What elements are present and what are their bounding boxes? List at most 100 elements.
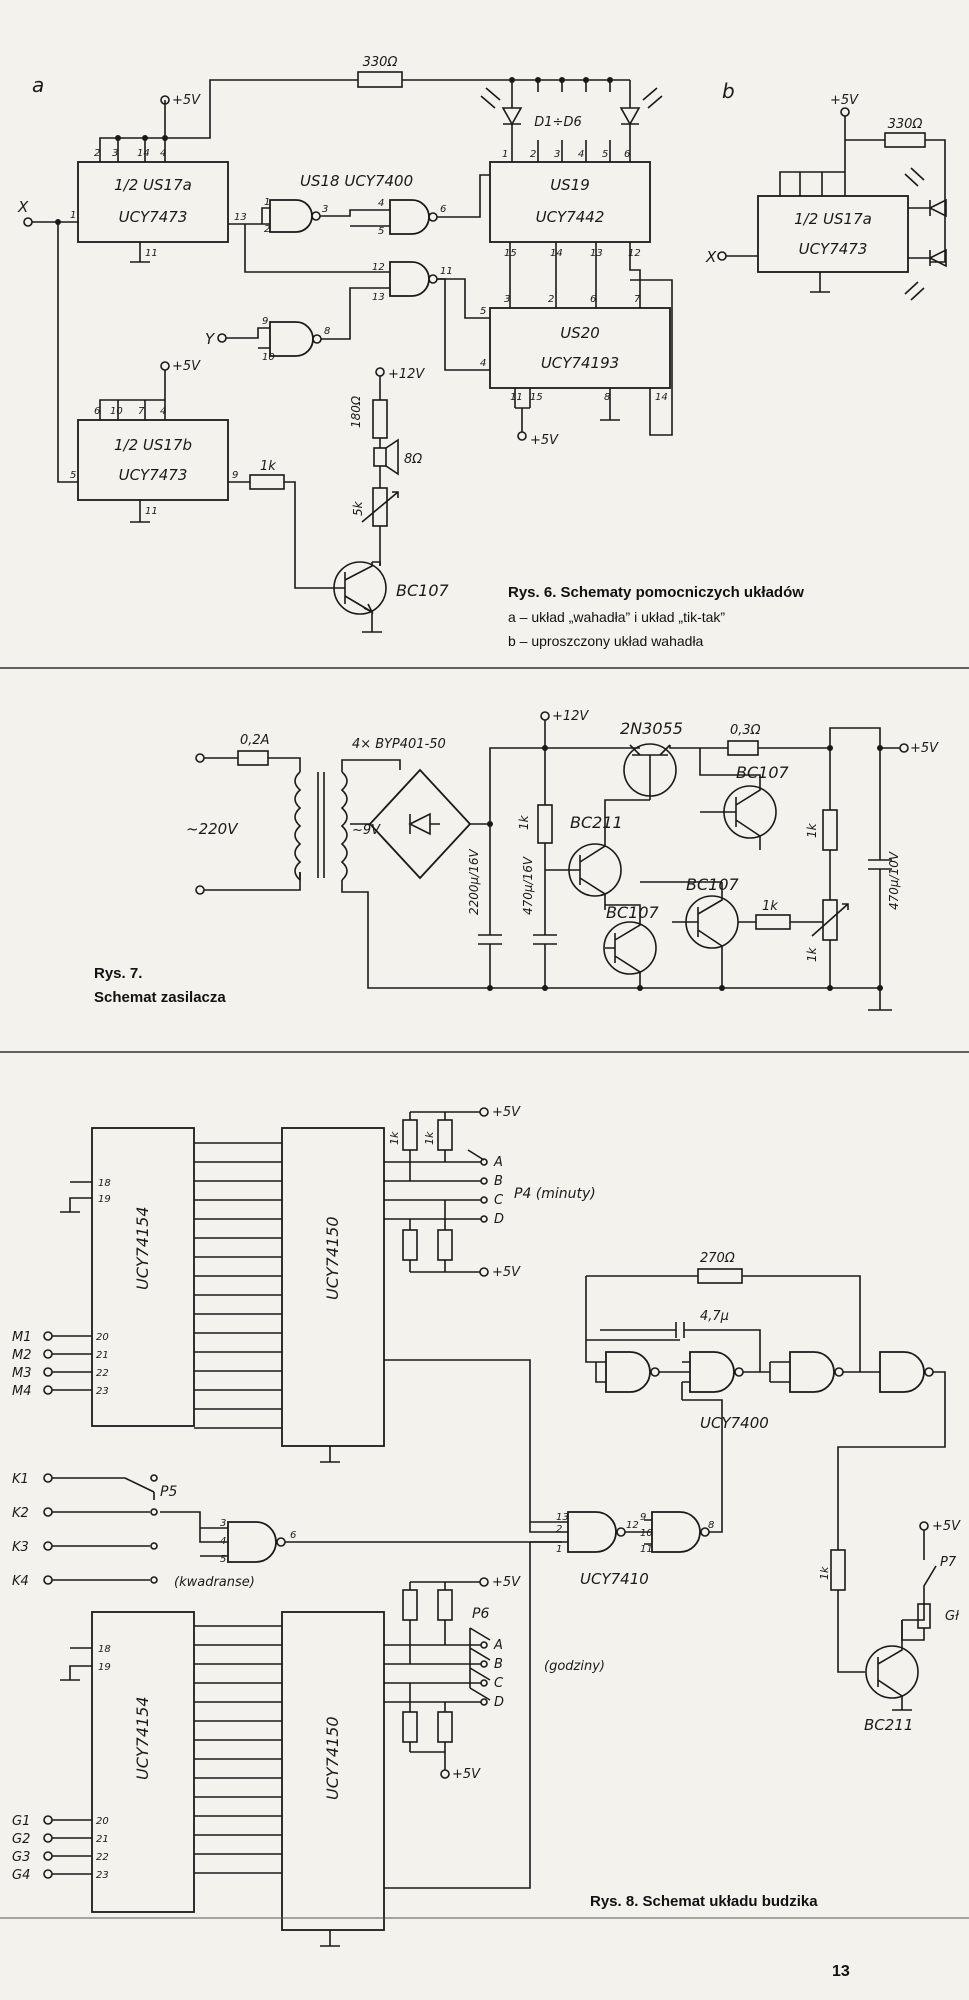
transistor-label: BC107 bbox=[396, 581, 450, 600]
b-x-input: X bbox=[705, 248, 717, 266]
fig6-caption-title: Rys. 6. Schematy pomocniczych układów bbox=[508, 584, 804, 601]
svg-text:4: 4 bbox=[160, 148, 166, 159]
resistor-180 bbox=[372, 399, 388, 439]
r1k-c-label: 1k bbox=[805, 822, 819, 838]
t2-label: BC211 bbox=[570, 813, 623, 832]
t1-label: 2N3055 bbox=[620, 719, 683, 738]
svg-text:19: 19 bbox=[98, 1662, 111, 1673]
ic-us19-name: US19 bbox=[550, 176, 590, 194]
t3-label: BC107 bbox=[736, 763, 790, 782]
transformer-secondary bbox=[340, 771, 348, 881]
ic-us17a bbox=[77, 161, 229, 243]
ic-us20 bbox=[489, 307, 671, 389]
p6-vcc: +5V bbox=[492, 1575, 521, 1590]
svg-text:10: 10 bbox=[262, 352, 275, 363]
us20-vcc-label: +5V bbox=[530, 433, 559, 448]
p7-label: P7 bbox=[940, 1555, 957, 1570]
ic-us17a-name: 1/2 US17a bbox=[114, 176, 192, 194]
fig6-x-input: X bbox=[17, 198, 29, 216]
decoder-top bbox=[91, 1127, 195, 1427]
input-m3: M3 bbox=[12, 1366, 32, 1381]
svg-text:3: 3 bbox=[220, 1518, 226, 1529]
resistor-1k bbox=[249, 474, 285, 490]
bridge-label: 4× BYP401-50 bbox=[352, 737, 446, 752]
svg-text:21: 21 bbox=[96, 1350, 109, 1361]
out-r-label: 1k bbox=[818, 1566, 831, 1580]
led-d6 bbox=[619, 107, 641, 126]
svg-text:12: 12 bbox=[628, 248, 641, 259]
svg-text:13: 13 bbox=[234, 212, 247, 223]
nand-gate-1 bbox=[269, 199, 313, 233]
p4-c: C bbox=[494, 1193, 504, 1208]
svg-text:21: 21 bbox=[96, 1834, 109, 1845]
svg-text:4: 4 bbox=[160, 406, 166, 417]
pot5k-label: 5k bbox=[351, 500, 365, 516]
input-g3: G3 bbox=[12, 1850, 30, 1865]
ucy7410-label: UCY7410 bbox=[580, 1570, 649, 1588]
fuse bbox=[237, 750, 269, 766]
svg-text:7: 7 bbox=[634, 294, 641, 305]
input-g1: G1 bbox=[12, 1814, 30, 1829]
mux-top-bus bbox=[194, 1142, 282, 1429]
transistor-bc211-out bbox=[865, 1645, 919, 1699]
mains-label: ~220V bbox=[186, 820, 239, 838]
svg-text:8: 8 bbox=[604, 392, 610, 403]
osc-r270 bbox=[697, 1268, 743, 1284]
svg-text:5: 5 bbox=[480, 306, 486, 317]
svg-text:15: 15 bbox=[530, 392, 543, 403]
mux-bottom bbox=[281, 1611, 385, 1931]
fig8-caption: Rys. 8. Schemat układu budzika bbox=[590, 1893, 818, 1910]
input-m2: M2 bbox=[12, 1348, 32, 1363]
capacitor-c1 bbox=[478, 934, 502, 945]
p6-r4 bbox=[437, 1711, 453, 1743]
svg-text:4: 4 bbox=[578, 149, 584, 160]
decoder-bottom bbox=[91, 1611, 195, 1913]
resistor-03 bbox=[727, 740, 759, 756]
svg-text:1: 1 bbox=[556, 1544, 562, 1555]
mux2-label: UCY74150 bbox=[323, 1716, 342, 1800]
input-k3: K3 bbox=[12, 1540, 29, 1555]
b-vcc-label: +5V bbox=[830, 93, 859, 108]
svg-text:6: 6 bbox=[94, 406, 100, 417]
r03-label: 0,3Ω bbox=[730, 723, 761, 738]
p4-d: D bbox=[494, 1212, 504, 1227]
ic-us20-type: UCY74193 bbox=[541, 354, 619, 372]
svg-text:2: 2 bbox=[548, 294, 554, 305]
ic-us17b bbox=[77, 419, 229, 501]
input-m1: M1 bbox=[12, 1330, 32, 1345]
p4-r2 bbox=[437, 1119, 453, 1151]
ic-us17b-name: 1/2 US17b bbox=[114, 436, 192, 454]
fig6-vcc-label: +5V bbox=[172, 93, 201, 108]
vcc-terminal bbox=[160, 95, 170, 105]
svg-text:8: 8 bbox=[324, 326, 330, 337]
r1k-label: 1k bbox=[260, 459, 276, 474]
r1k-b-label: 1k bbox=[762, 899, 778, 914]
transformer-primary bbox=[294, 771, 302, 881]
mux-bottom-bus bbox=[194, 1625, 282, 1874]
rectifier-bridge bbox=[368, 768, 472, 880]
p6-r3 bbox=[402, 1711, 418, 1743]
svg-text:11: 11 bbox=[145, 248, 158, 259]
fig6-label-a: a bbox=[32, 73, 44, 97]
svg-text:22: 22 bbox=[96, 1368, 109, 1379]
p4-r3 bbox=[402, 1229, 418, 1261]
ic-b-type: UCY7473 bbox=[799, 240, 868, 258]
p4-r1-label: 1k bbox=[388, 1131, 401, 1145]
input-g4: G4 bbox=[12, 1868, 30, 1883]
svg-text:9: 9 bbox=[640, 1512, 646, 1523]
r1k-d-label: 1k bbox=[805, 946, 819, 962]
input-m4: M4 bbox=[12, 1384, 32, 1399]
svg-text:4: 4 bbox=[378, 198, 384, 209]
p4-r2-label: 1k bbox=[423, 1131, 436, 1145]
svg-text:11: 11 bbox=[145, 506, 158, 517]
b-r330-label: 330Ω bbox=[888, 117, 923, 132]
svg-text:14: 14 bbox=[655, 392, 668, 403]
svg-text:4: 4 bbox=[480, 358, 486, 369]
svg-text:9: 9 bbox=[232, 470, 238, 481]
svg-text:10: 10 bbox=[110, 406, 123, 417]
svg-text:20: 20 bbox=[96, 1332, 109, 1343]
nand-gate-4 bbox=[269, 321, 314, 357]
t5-label: BC107 bbox=[606, 903, 660, 922]
